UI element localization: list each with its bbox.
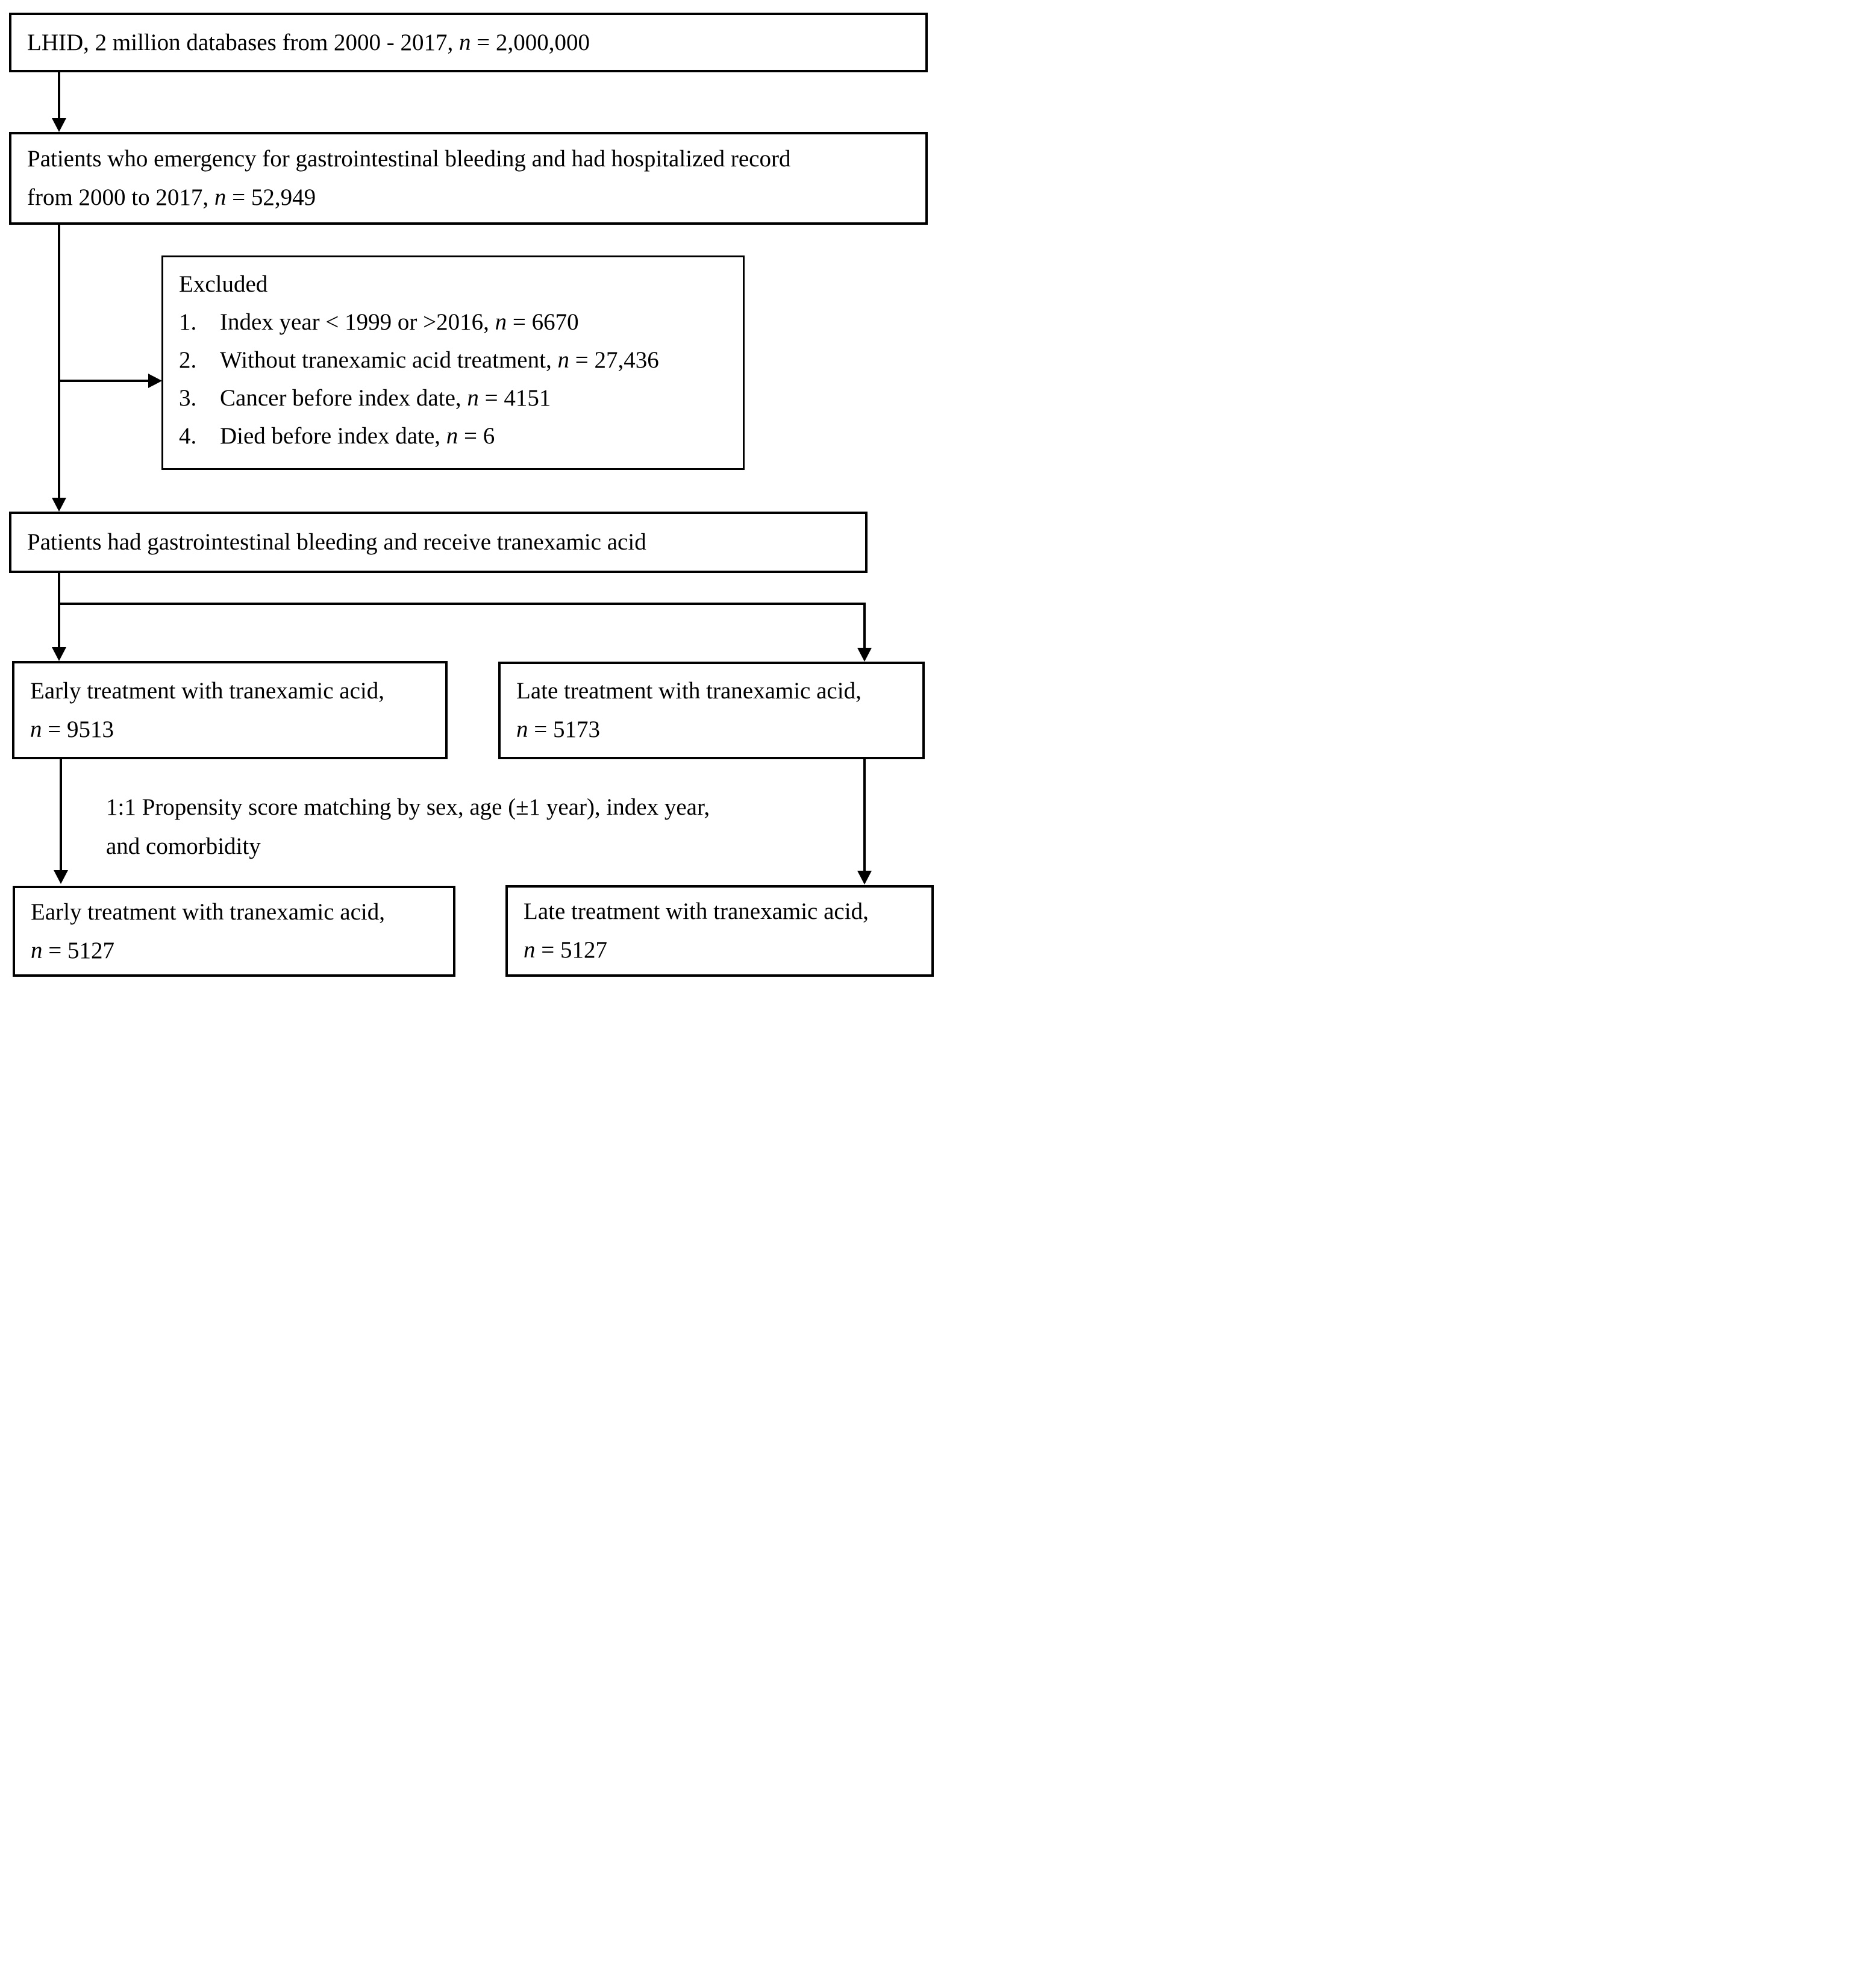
arrowhead-right-icon (148, 374, 162, 388)
gi-bleeding-n-symbol: n (214, 184, 227, 210)
excluded-item-text: Died before index date, n = 6 (220, 417, 495, 455)
propensity-matching-line1: 1:1 Propensity score matching by sex, ag… (106, 794, 710, 820)
excluded-item: 1. Index year < 1999 or >2016, n = 6670 (179, 303, 737, 341)
gi-bleeding-line1: Patients who emergency for gastrointesti… (27, 146, 791, 172)
patient-selection-flowchart: LHID, 2 million databases from 2000 - 20… (0, 0, 938, 987)
box-receive-txa: Patients had gastrointestinal bleeding a… (9, 512, 868, 573)
excluded-item-text: Without tranexamic acid treatment, n = 2… (220, 341, 659, 379)
late-matched-line1: Late treatment with tranexamic acid, (524, 898, 869, 924)
excluded-item-n-symbol: n (446, 423, 458, 449)
box-early-treatment-matched: Early treatment with tranexamic acid, n … (13, 886, 455, 977)
arrowhead-down-icon (52, 498, 66, 512)
excluded-item-n-symbol: n (495, 309, 507, 335)
connector-early-to-matched-line (60, 759, 62, 871)
connector-branch-horizontal-line (58, 603, 866, 605)
late-matched-n-value: = 5127 (535, 937, 607, 963)
excluded-item-text: Index year < 1999 or >2016, n = 6670 (220, 303, 579, 341)
connector-to-excluded-line (59, 380, 151, 382)
late-prematch-line1: Late treatment with tranexamic acid, (516, 678, 861, 704)
excluded-item-n-symbol: n (557, 347, 569, 373)
gi-bleeding-line2-text: from 2000 to 2017, (27, 184, 214, 210)
arrowhead-down-icon (52, 647, 66, 661)
early-prematch-line2: n = 9513 (14, 710, 445, 749)
box-late-treatment-prematch: Late treatment with tranexamic acid, n =… (498, 662, 925, 759)
box-excluded: Excluded 1. Index year < 1999 or >2016, … (161, 255, 745, 470)
late-matched-line2: n = 5127 (508, 931, 931, 970)
lhid-n-symbol: n (459, 29, 471, 55)
excluded-item-n-value: = 6670 (507, 309, 579, 335)
late-prematch-n-value: = 5173 (528, 716, 600, 742)
excluded-item-prefix: Without tranexamic acid treatment, (220, 347, 558, 373)
excluded-item-number: 2. (179, 347, 197, 373)
excluded-item: 3. Cancer before index date, n = 4151 (179, 379, 737, 417)
early-matched-line2: n = 5127 (15, 932, 453, 970)
connector-gi-to-receive-line (58, 225, 60, 499)
box-gi-bleeding-hospitalized: Patients who emergency for gastrointesti… (9, 132, 928, 225)
early-matched-line1: Early treatment with tranexamic acid, (31, 898, 385, 925)
box-late-treatment-matched: Late treatment with tranexamic acid, n =… (505, 885, 934, 977)
early-prematch-n-symbol: n (30, 716, 42, 742)
gi-bleeding-n-value: = 52,949 (226, 184, 316, 210)
lhid-text: LHID, 2 million databases from 2000 - 20… (27, 29, 460, 55)
excluded-item: 2. Without tranexamic acid treatment, n … (179, 341, 737, 379)
early-prematch-line1: Early treatment with tranexamic acid, (30, 677, 384, 704)
excluded-item-number: 4. (179, 423, 197, 449)
excluded-item-n-value: = 6 (458, 423, 495, 449)
excluded-item-text: Cancer before index date, n = 4151 (220, 379, 551, 417)
excluded-item-n-value: = 4151 (478, 385, 551, 411)
late-prematch-n-symbol: n (516, 716, 528, 742)
excluded-item-number: 3. (179, 385, 197, 411)
excluded-item-prefix: Cancer before index date, (220, 385, 467, 411)
connector-lhid-to-gi-line (58, 72, 60, 119)
arrowhead-down-icon (54, 870, 68, 884)
box-lhid-source-label: LHID, 2 million databases from 2000 - 20… (11, 24, 925, 62)
excluded-item: 4. Died before index date, n = 6 (179, 417, 737, 455)
receive-txa-label: Patients had gastrointestinal bleeding a… (27, 529, 646, 555)
lhid-n-value: = 2,000,000 (471, 29, 590, 55)
box-early-treatment-prematch: Early treatment with tranexamic acid, n … (12, 661, 448, 759)
early-matched-n-symbol: n (31, 937, 43, 964)
gi-bleeding-line2: from 2000 to 2017, n = 52,949 (11, 178, 925, 217)
connector-receive-to-early-line (58, 573, 60, 648)
excluded-item-prefix: Index year < 1999 or >2016, (220, 309, 495, 335)
propensity-matching-line2: and comorbidity (106, 833, 261, 859)
excluded-content: Excluded 1. Index year < 1999 or >2016, … (163, 257, 743, 455)
arrowhead-down-icon (857, 648, 872, 662)
arrowhead-down-icon (52, 118, 66, 132)
connector-receive-to-late-line (863, 603, 866, 648)
late-matched-n-symbol: n (524, 937, 536, 963)
arrowhead-down-icon (857, 871, 872, 885)
excluded-title: Excluded (179, 271, 268, 297)
excluded-item-n-value: = 27,436 (569, 347, 659, 373)
excluded-item-n-symbol: n (467, 385, 479, 411)
propensity-matching-note: 1:1 Propensity score matching by sex, ag… (106, 788, 710, 866)
box-lhid-source: LHID, 2 million databases from 2000 - 20… (9, 13, 928, 72)
early-matched-n-value: = 5127 (42, 937, 114, 964)
connector-late-to-matched-line (863, 759, 866, 872)
late-prematch-line2: n = 5173 (501, 710, 922, 749)
early-prematch-n-value: = 9513 (42, 716, 114, 742)
excluded-item-prefix: Died before index date, (220, 423, 446, 449)
excluded-item-number: 1. (179, 309, 197, 335)
